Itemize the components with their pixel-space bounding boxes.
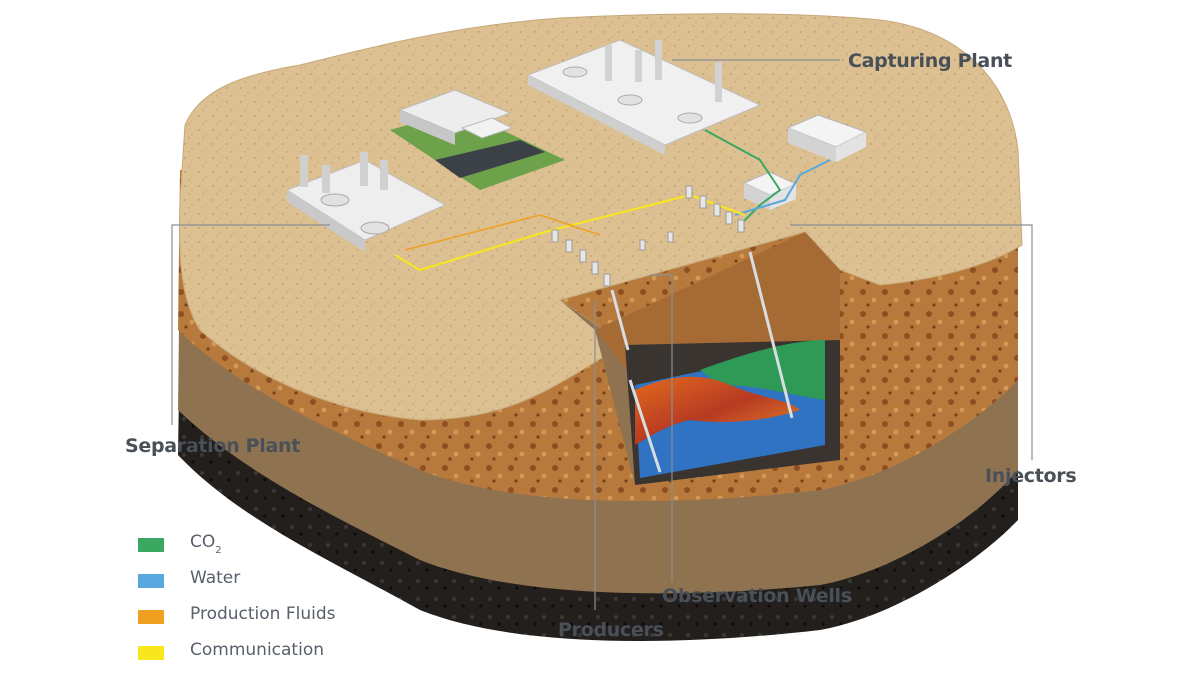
legend-label-water: Water (190, 568, 241, 588)
injectors-leader (790, 224, 1033, 460)
legend-label-communication: Communication (190, 640, 324, 660)
separation-plant-leader (171, 224, 330, 425)
capturing-plant-label: Capturing Plant (848, 50, 1012, 72)
observation-wells-label: Observation Wells (662, 585, 852, 607)
communication-swatch (138, 646, 164, 660)
co2-swatch (138, 538, 164, 552)
legend-label-production-fluids: Production Fluids (190, 604, 336, 624)
reservoir-co2-zone (700, 340, 825, 400)
water-swatch (138, 574, 164, 588)
co2-pipeline (704, 129, 782, 226)
compressor-building (786, 114, 868, 162)
office-campus (390, 89, 565, 190)
observation-wellheads (639, 231, 674, 251)
observation-wells-leader (650, 274, 673, 582)
producer-well-1 (610, 289, 630, 351)
water-pipeline (734, 159, 831, 216)
observation-well (748, 251, 794, 419)
producers-label: Producers (558, 619, 664, 641)
producer-well-2 (628, 379, 662, 473)
producer-wellheads (551, 229, 611, 287)
legend-label-co2: CO2 (190, 532, 222, 556)
injectors-label: Injectors (985, 465, 1077, 487)
separation-plant-label: Separation Plant (125, 435, 301, 457)
production-pipeline (404, 214, 601, 251)
capturing-plant (526, 39, 762, 155)
communication-line (394, 193, 746, 272)
separation-plant (285, 152, 447, 252)
injector-wellheads (685, 185, 745, 233)
production-fluids-swatch (138, 610, 164, 624)
reservoir-oil-zone (635, 376, 800, 445)
